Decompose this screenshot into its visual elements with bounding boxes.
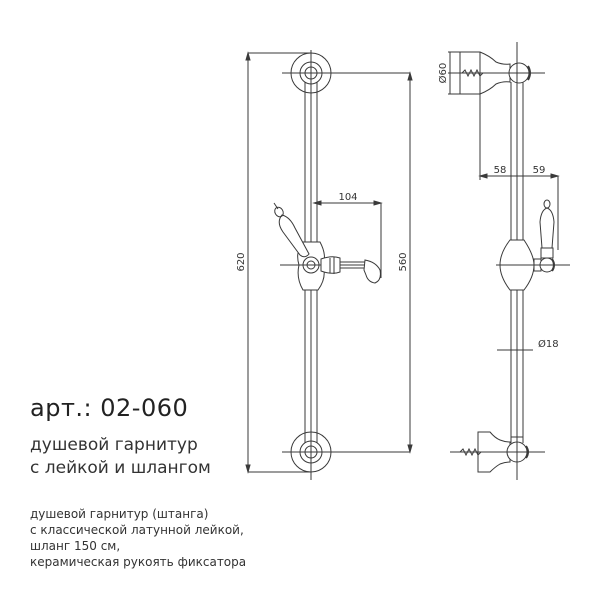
bottom-bracket-side bbox=[450, 431, 545, 480]
description-line-2: с классической латунной лейкой, bbox=[30, 523, 244, 537]
title-line-2: с лейкой и шлангом bbox=[30, 458, 211, 478]
top-bracket-side bbox=[448, 42, 545, 180]
label-59: 59 bbox=[533, 165, 546, 176]
title-line-1: душевой гарнитур bbox=[30, 435, 198, 455]
description-line-3: шланг 150 см, bbox=[30, 539, 121, 553]
label-diameter-18: Ø18 bbox=[538, 338, 559, 350]
dimension-560 bbox=[407, 71, 413, 454]
top-mount-front bbox=[282, 50, 410, 96]
dimension-58-59 bbox=[478, 173, 560, 250]
label-560: 560 bbox=[398, 252, 409, 271]
description-line-4: керамическая рукоять фиксатора bbox=[30, 555, 247, 569]
dimension-104 bbox=[312, 200, 383, 278]
article-number: арт.: 02-060 bbox=[30, 394, 189, 422]
label-diameter-60: Ø60 bbox=[437, 63, 449, 84]
dimension-620 bbox=[245, 51, 311, 474]
label-104: 104 bbox=[338, 192, 357, 203]
dimension-diameter-60 bbox=[448, 51, 460, 95]
product-description: душевой гарнитур (штанга) с классической… bbox=[30, 506, 246, 570]
product-title: душевой гарнитур с лейкой и шлангом bbox=[30, 434, 211, 480]
label-58: 58 bbox=[494, 165, 507, 176]
slider-front bbox=[273, 202, 381, 291]
front-view bbox=[245, 50, 413, 480]
description-line-1: душевой гарнитур (штанга) bbox=[30, 507, 209, 521]
label-620: 620 bbox=[236, 252, 247, 271]
slider-side bbox=[496, 199, 570, 291]
side-view bbox=[448, 42, 570, 480]
